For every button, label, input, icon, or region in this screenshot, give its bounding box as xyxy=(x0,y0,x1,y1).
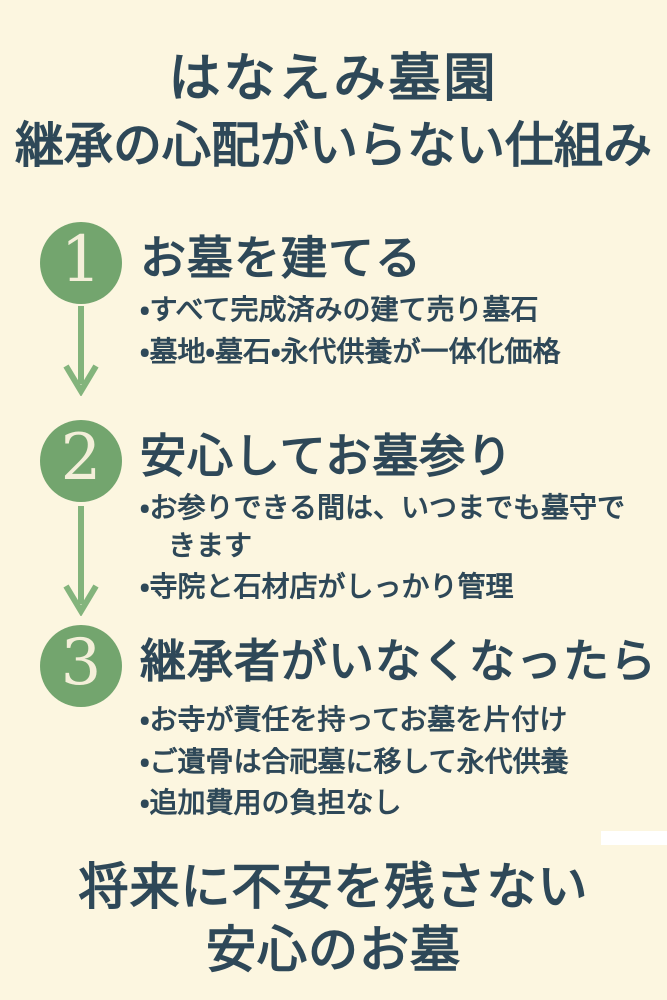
step-2: 2 安心してお墓参り ・お参りできる間は、いつまでも墓守できます ・寺院と石材店… xyxy=(40,418,661,606)
footer-tagline: 将来に不安を残さない 安心のお墓 xyxy=(0,856,667,981)
down-arrow-icon xyxy=(63,306,99,396)
step-2-heading: 安心してお墓参り xyxy=(140,429,514,483)
white-patch xyxy=(601,831,667,845)
step-3-number: 3 xyxy=(60,626,102,700)
step-3-body: 継承者がいなくなったら ・お寺が責任を持ってお墓を片付け ・ご遺骨は合祀墓に移し… xyxy=(140,623,661,822)
step-2-bullet: ・寺院と石材店がしっかり管理 xyxy=(140,570,514,604)
step-3-number-badge: 3 xyxy=(40,625,122,707)
step-1-heading: お墓を建てる xyxy=(140,231,422,285)
step-2-number: 2 xyxy=(60,421,102,495)
step-2-number-badge: 2 xyxy=(40,420,122,502)
step-1-bullet-list: ・すべて完成済みの建て売り墓石 ・墓地・墓石・永代供養が一体化価格 xyxy=(140,291,640,371)
step-3-bullet: ・追加費用の負担なし xyxy=(140,786,402,820)
step-2-bullet: ・お参りできる間は、いつまでも墓守できます xyxy=(140,490,625,562)
footer-line-2: 安心のお墓 xyxy=(206,919,461,979)
step-3-heading: 継承者がいなくなったら xyxy=(140,634,657,688)
step-1-number-badge: 1 xyxy=(40,222,122,304)
step-2-body: 安心してお墓参り ・お参りできる間は、いつまでも墓守できます ・寺院と石材店がし… xyxy=(140,418,661,606)
step-3-bullet: ・お寺が責任を持ってお墓を片付け xyxy=(140,702,568,736)
page-subtitle: 継承の心配がいらない仕組み xyxy=(14,116,652,174)
footer-line-1: 将来に不安を残さない xyxy=(78,857,589,916)
step-1-bullet: ・すべて完成済みの建て売り墓石 xyxy=(140,292,539,326)
step-3-bullet-list: ・お寺が責任を持ってお墓を片付け ・ご遺骨は合祀墓に移して永代供養 ・追加費用の… xyxy=(140,701,640,822)
page-title: はなえみ墓園 xyxy=(168,48,499,109)
down-arrow-icon xyxy=(63,506,99,616)
step-3-bullet: ・ご遺骨は合祀墓に移して永代供養 xyxy=(140,744,569,778)
step-1-body: お墓を建てる ・すべて完成済みの建て売り墓石 ・墓地・墓石・永代供養が一体化価格 xyxy=(140,220,661,370)
step-1: 1 お墓を建てる ・すべて完成済みの建て売り墓石 ・墓地・墓石・永代供養が一体化… xyxy=(40,220,661,370)
step-2-bullet-list: ・お参りできる間は、いつまでも墓守できます ・寺院と石材店がしっかり管理 xyxy=(140,489,640,606)
step-3: 3 継承者がいなくなったら ・お寺が責任を持ってお墓を片付け ・ご遺骨は合祀墓に… xyxy=(40,623,661,822)
step-1-number: 1 xyxy=(60,223,102,297)
step-1-bullet: ・墓地・墓石・永代供養が一体化価格 xyxy=(140,334,561,368)
